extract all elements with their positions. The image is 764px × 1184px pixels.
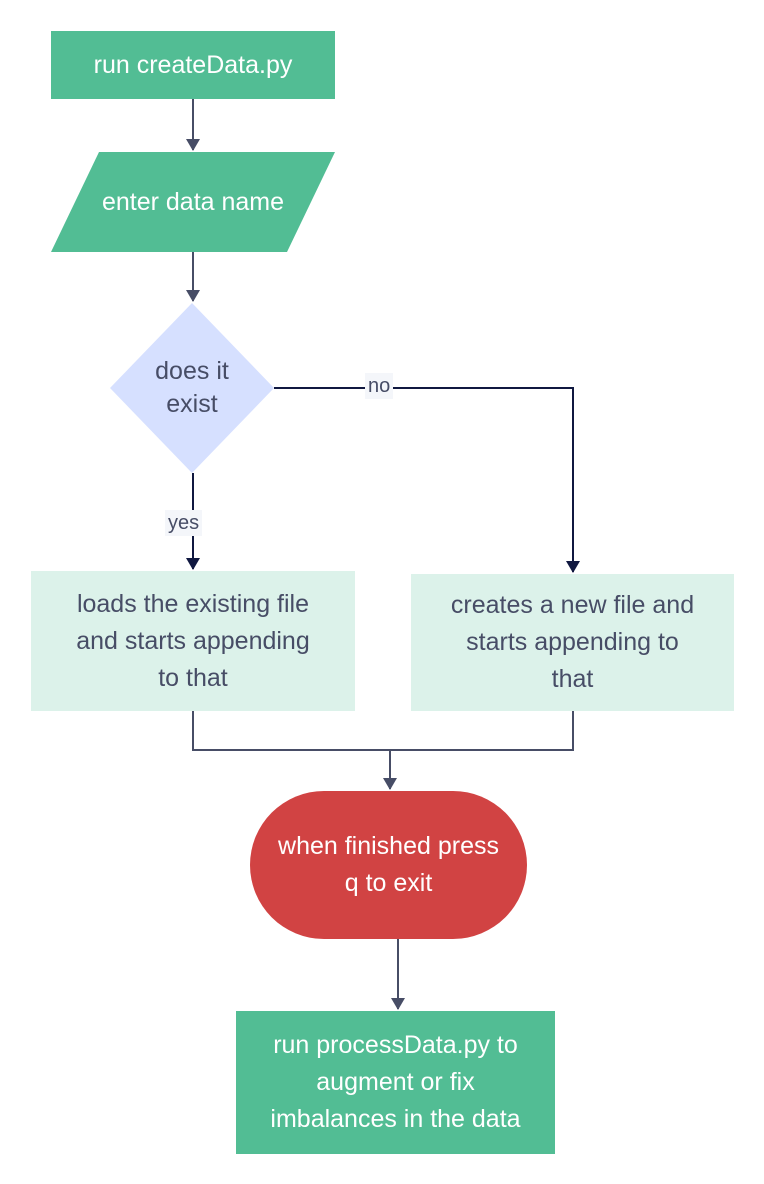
process-line: imbalances in the data bbox=[270, 1105, 521, 1133]
start-node: run createData.py bbox=[51, 31, 335, 99]
process-line: augment or fix bbox=[316, 1068, 475, 1096]
end-line: when finished press bbox=[278, 832, 499, 860]
process-line: run processData.py to bbox=[273, 1031, 518, 1059]
decision-node: does it exist bbox=[110, 303, 274, 473]
start-label: run createData.py bbox=[93, 50, 293, 79]
edge-label-yes: yes bbox=[165, 510, 203, 536]
load-line: loads the existing file bbox=[76, 589, 310, 618]
edge-load-merge bbox=[192, 711, 574, 751]
input-label: enter data name bbox=[101, 187, 285, 216]
edge-decision-no bbox=[274, 387, 580, 573]
create-new-label: creates a new file and starts appending … bbox=[451, 587, 694, 698]
create-line: starts appending to bbox=[466, 628, 679, 656]
end-label: when finished press q to exit bbox=[278, 828, 499, 902]
process-label: run processData.py to augment or fix imb… bbox=[270, 1027, 520, 1138]
decision-label: does it exist bbox=[155, 355, 229, 421]
parallelogram-shape bbox=[51, 152, 335, 252]
decision-line: exist bbox=[166, 390, 218, 418]
end-node: when finished press q to exit bbox=[250, 791, 527, 939]
load-line: to that bbox=[158, 663, 228, 692]
create-line: that bbox=[551, 665, 594, 693]
load-existing-label: loads the existing file and starts appen… bbox=[76, 586, 310, 697]
process-node: run processData.py to augment or fix imb… bbox=[236, 1011, 555, 1154]
load-existing-node: loads the existing file and starts appen… bbox=[31, 571, 355, 711]
create-line: creates a new file and bbox=[450, 591, 695, 619]
edge-label-no: no bbox=[365, 373, 394, 399]
create-new-node: creates a new file and starts appending … bbox=[411, 574, 734, 711]
decision-line: does it bbox=[155, 357, 229, 385]
load-line: and starts appending bbox=[76, 626, 310, 655]
end-line: q to exit bbox=[344, 869, 433, 897]
input-node: enter data name bbox=[51, 152, 335, 252]
